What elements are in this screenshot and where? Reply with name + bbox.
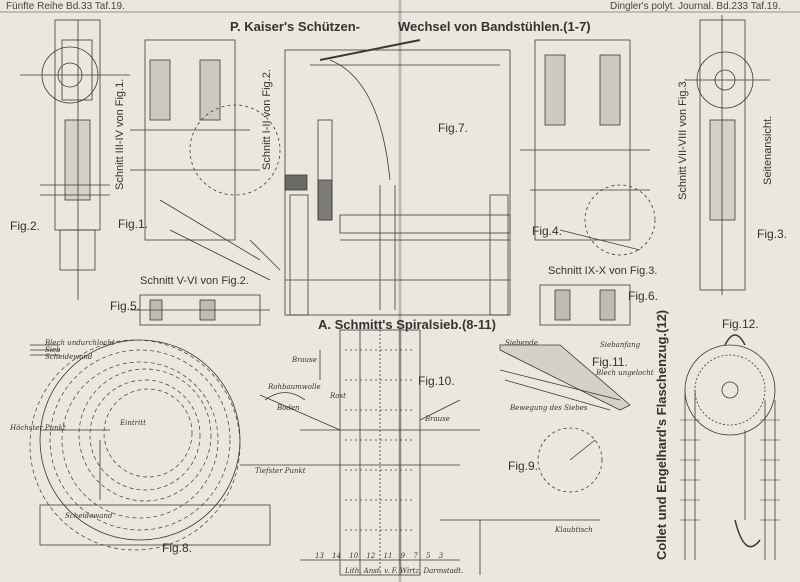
title-kaiser-right: Wechsel von Bandstühlen.(1-7): [398, 19, 591, 34]
fig-1-label: Fig.1.: [118, 217, 149, 231]
annotation-scheidewand-2: Scheidewand: [65, 512, 113, 520]
label-schnitt-9-10: Schnitt IX-X von Fig.3.: [548, 265, 658, 277]
label-schnitt-3-4: Schnitt III-IV von Fig.1.: [114, 78, 126, 190]
fig-12-label: Fig.12.: [722, 317, 759, 331]
annotation-rost: Rost: [330, 392, 346, 400]
fig-11-label: Fig.11.: [592, 355, 628, 369]
annotation-sieb: Sieb: [45, 346, 61, 354]
imprint: Lith. Anst. v. F. Wirtz, Darmstadt.: [345, 567, 464, 575]
header-right: Dingler's polyt. Journal. Bd.233 Taf.19.: [610, 1, 781, 12]
annotation-siebanfang: Siebanfang: [600, 341, 641, 349]
fig-8-label: Fig.8.: [162, 541, 193, 555]
annotation-tiefster-punkt: Tiefster Punkt: [255, 467, 306, 475]
title-kaiser-left: P. Kaiser's Schützen-: [230, 19, 361, 34]
label-schnitt-5-6: Schnitt V-VI von Fig.2.: [140, 275, 249, 287]
fig-5-label: Fig.5.: [110, 299, 141, 313]
annotation-numbers-bottom: 13 14 10 12 11 9 7 5 3: [315, 552, 444, 560]
header-left: Fünfte Reihe Bd.33 Taf.19.: [6, 1, 125, 12]
fig-2-label: Fig.2.: [10, 219, 41, 233]
label-seitenansicht: Seitenansicht.: [762, 115, 774, 185]
annotation-siebende: Siebende: [505, 339, 538, 347]
fig-10-label: Fig.10.: [418, 374, 455, 388]
label-schnitt-1-2: Schnitt I-II von Fig.2.: [261, 69, 273, 170]
label-schnitt-7-8: Schnitt VII-VIII von Fig.3.: [677, 78, 689, 200]
fig-6-label: Fig.6.: [628, 289, 659, 303]
annotation-boden: Boden: [277, 404, 300, 412]
fig-4-label: Fig.4.: [532, 224, 563, 238]
annotation-klaubtisch: Klaubtisch: [555, 526, 593, 534]
title-collet: Collet und Engelhard's Flaschenzug.(12): [654, 309, 669, 560]
annotation-blech-ungelocht: Blech ungelocht: [596, 369, 654, 377]
fig-9-label: Fig.9.: [508, 459, 539, 473]
annotation-hochster-punkt: Höchster Punkt: [10, 424, 66, 432]
annotation-brause-2: Brause: [425, 415, 450, 423]
annotation-blech-undurchlocht: Blech undurchlocht: [45, 339, 115, 347]
annotation-rohbaumwolle: Rohbaumwolle: [268, 383, 321, 391]
fig-7-label: Fig.7.: [438, 121, 469, 135]
annotation-bewegung: Bewegung des Siebes: [510, 404, 588, 412]
annotation-scheidewand: Scheidewand: [45, 353, 93, 361]
fig-3-label: Fig.3.: [757, 227, 788, 241]
annotation-brause: Brause: [292, 356, 317, 364]
annotation-eintritt: Eintritt: [120, 419, 146, 427]
title-schmitt: A. Schmitt's Spiralsieb.(8-11): [318, 317, 496, 332]
